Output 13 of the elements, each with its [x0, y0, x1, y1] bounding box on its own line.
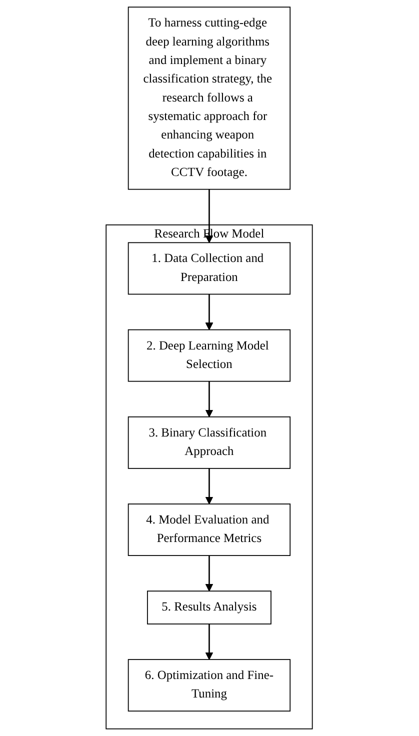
arrow [206, 556, 214, 592]
node-box: 5. Results Analysis [147, 590, 272, 624]
node-box: 3. Binary Classification Approach [128, 416, 291, 469]
arrow [206, 189, 214, 243]
node-box: 4. Model Evaluation and Performance Metrics [128, 504, 291, 556]
node-box: 1. Data Collection and Preparation [128, 242, 291, 295]
arrow [206, 381, 214, 418]
node-box: 2. Deep Learning Model Selection [128, 329, 291, 382]
node-box: 6. Optimization and Fine-Tuning [128, 659, 291, 712]
arrow [206, 468, 214, 504]
arrow [206, 624, 214, 660]
node-box: To harness cutting-edge deep learning algorithms and implement a binary classification strategy, the research follows a systematic approach for enhancing weapon detection capabilities in CCTV footage. [128, 6, 291, 190]
arrow [206, 294, 214, 330]
